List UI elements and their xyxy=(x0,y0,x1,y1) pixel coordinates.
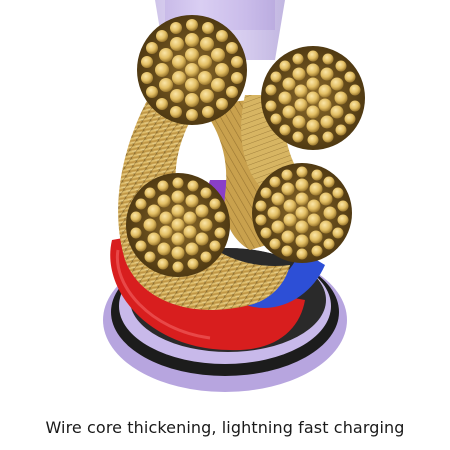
copper-bundle-bottom-right xyxy=(252,163,352,263)
copper-bundle-top-left xyxy=(137,15,247,125)
cable-cross-section-illustration xyxy=(103,0,365,392)
caption-text: Wire core thickening, lightning fast cha… xyxy=(45,418,405,437)
copper-bundle-bottom-left xyxy=(126,173,230,277)
copper-bundle-top-right xyxy=(261,46,365,150)
